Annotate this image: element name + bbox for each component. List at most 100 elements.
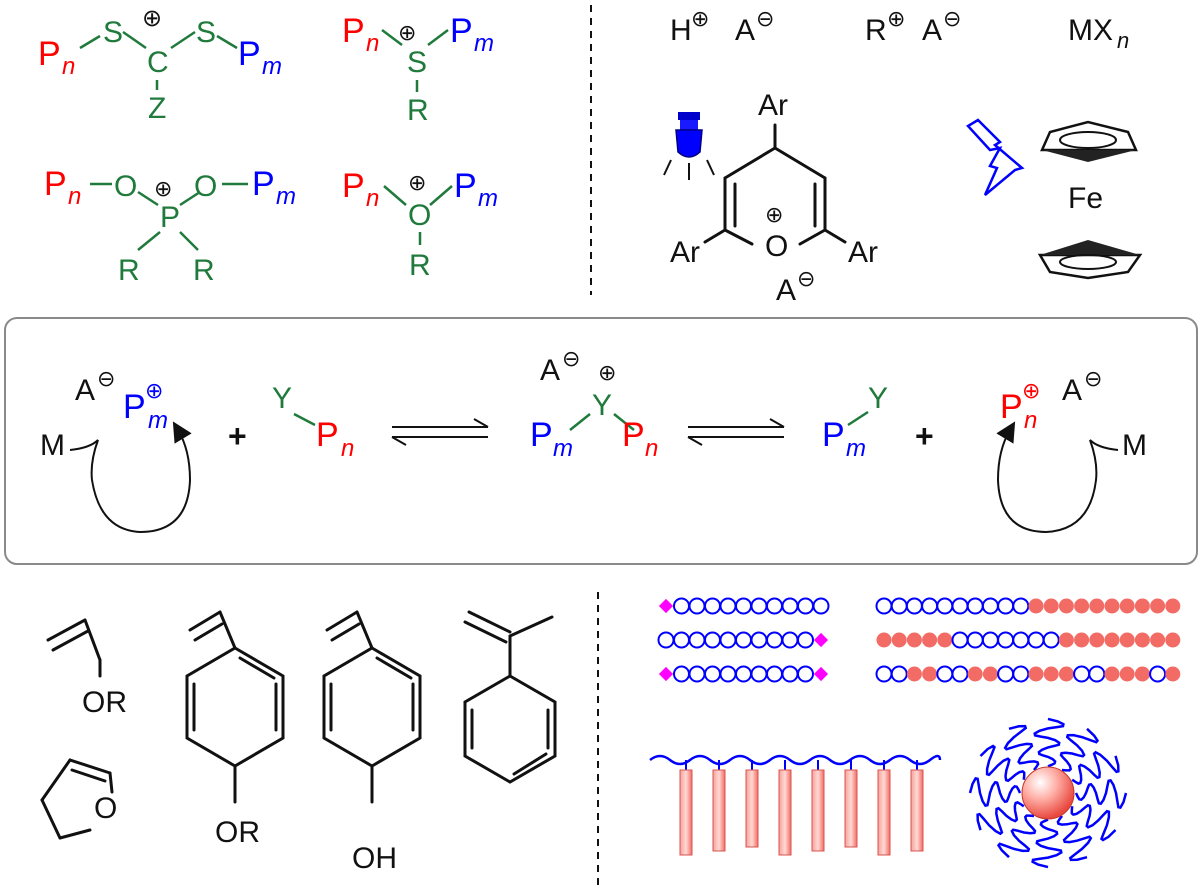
monomer-bead <box>704 665 721 683</box>
monomer-bead <box>797 597 814 615</box>
mechanism-box <box>4 317 1198 565</box>
monomer-bead <box>1165 632 1181 648</box>
end-group-bead <box>658 666 674 682</box>
monomer-bead <box>673 631 690 649</box>
svg-text:m: m <box>262 53 282 80</box>
monomer-bead <box>1104 632 1120 648</box>
svg-text:n: n <box>1117 28 1129 53</box>
monomer-bead <box>657 631 675 649</box>
svg-text:m: m <box>478 185 498 212</box>
monomer-bead <box>1074 632 1090 648</box>
svg-text:O: O <box>194 170 217 203</box>
monomer-bead <box>1119 598 1135 614</box>
monomer-bead <box>1165 666 1181 682</box>
monomer-bead <box>906 666 922 682</box>
side-chain-bar <box>877 769 891 856</box>
monomer-bead <box>1134 666 1150 682</box>
monomer-bead <box>1073 665 1091 683</box>
svg-text:H: H <box>670 14 692 47</box>
active-species-right: P ⊕ n A ⊖ M <box>1000 366 1147 462</box>
svg-text:m: m <box>846 435 866 462</box>
svg-text:S: S <box>196 16 216 49</box>
monomer-bead <box>997 665 1015 683</box>
star-arm <box>1059 727 1100 772</box>
svg-text:S: S <box>103 16 123 49</box>
monomer-bead <box>688 597 706 615</box>
svg-text:⊖: ⊖ <box>97 366 115 391</box>
svg-text:P: P <box>316 416 339 454</box>
monomer-bead <box>906 632 922 648</box>
monomer-bead <box>766 665 783 683</box>
monomer-bead <box>797 665 814 683</box>
svg-text:OR: OR <box>215 816 260 849</box>
hydroxystyrene-monomer: OH <box>322 610 422 875</box>
lewis-acid-label: MX n <box>1068 14 1129 53</box>
monomer-bead <box>997 597 1015 615</box>
monomer-bead <box>876 632 892 648</box>
monomer-bead <box>1088 665 1106 683</box>
svg-text:n: n <box>645 435 658 462</box>
svg-text:M: M <box>1122 429 1147 462</box>
end-group-bead <box>813 666 829 682</box>
svg-text:⊕: ⊕ <box>154 176 172 201</box>
svg-text:⊕: ⊕ <box>765 202 783 227</box>
end-group-bead <box>658 598 674 614</box>
monomer-bead <box>750 597 768 615</box>
svg-text:O: O <box>765 230 788 263</box>
svg-text:P: P <box>238 35 261 73</box>
svg-text:P: P <box>454 167 477 205</box>
monomer-bead <box>1042 631 1060 649</box>
monomer-bead <box>905 597 923 615</box>
svg-text:⊖: ⊖ <box>756 6 774 31</box>
svg-text:Y: Y <box>272 382 292 415</box>
monomer-bead <box>922 666 938 682</box>
monomer-bead <box>1150 632 1166 648</box>
copolymer-chains <box>875 597 1181 683</box>
end-group-bead <box>813 632 829 648</box>
svg-text:R: R <box>118 254 140 287</box>
monomer-bead <box>688 631 706 649</box>
monomer-bead <box>673 665 690 683</box>
dormant-chain-n: Y P n <box>272 382 354 462</box>
monomer-bead <box>1043 598 1059 614</box>
svg-text:A: A <box>735 14 755 47</box>
svg-text:R: R <box>193 254 215 287</box>
circular-arrow-icon <box>69 421 192 534</box>
monomer-bead <box>1134 632 1150 648</box>
dormant-chain-m: P m Y <box>822 382 888 462</box>
monomer-bead <box>1012 631 1030 649</box>
svg-text:m: m <box>474 30 494 57</box>
monomer-bead <box>781 597 799 615</box>
monomer-bead <box>997 631 1015 649</box>
svg-text:MX: MX <box>1068 14 1113 47</box>
monomer-bead <box>875 597 893 615</box>
svg-text:M: M <box>40 429 65 462</box>
monomer-bead <box>922 632 938 648</box>
svg-text:n: n <box>1024 407 1037 434</box>
svg-text:Fe: Fe <box>1068 182 1103 215</box>
end-functional-chains <box>657 597 830 683</box>
svg-text:n: n <box>366 185 379 212</box>
svg-text:P: P <box>123 388 146 426</box>
lamp-icon <box>663 112 715 180</box>
star-arm <box>1056 815 1093 862</box>
monomer-bead <box>750 631 768 649</box>
side-chain-bar <box>778 769 792 856</box>
svg-text:O: O <box>114 170 137 203</box>
svg-text:R: R <box>865 14 887 47</box>
plus-sign-2: + <box>915 418 934 454</box>
svg-text:A: A <box>776 274 796 307</box>
circular-arrow-icon-2 <box>996 421 1119 534</box>
svg-text:⊖: ⊖ <box>562 346 580 371</box>
monomer-bead <box>735 597 752 615</box>
monomer-bead <box>1043 666 1059 682</box>
svg-text:P: P <box>342 167 365 205</box>
svg-text:OH: OH <box>352 842 397 875</box>
monomer-bead <box>981 597 999 615</box>
svg-text:m: m <box>148 407 168 434</box>
ferrocene-structure: Fe <box>1037 120 1143 280</box>
active-species-left: A ⊖ P ⊕ m M <box>40 366 168 462</box>
monomer-bead <box>1119 632 1135 648</box>
